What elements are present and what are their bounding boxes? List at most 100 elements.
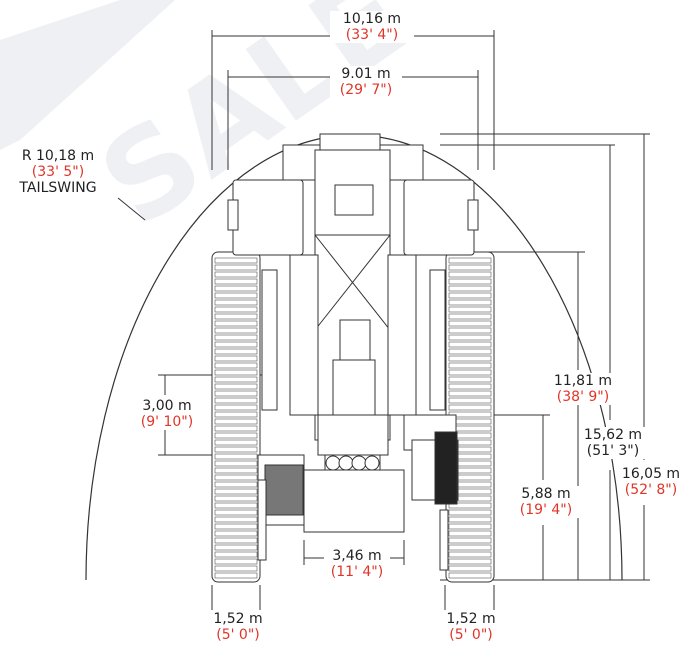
track-tread bbox=[214, 334, 258, 341]
crawler-width-metric: 9.01 m bbox=[341, 66, 391, 82]
crawler-width-dim bbox=[227, 70, 479, 170]
height-5-label: 5,88 m (19' 4") bbox=[513, 486, 579, 518]
track-tread bbox=[214, 404, 258, 411]
track-tread bbox=[448, 369, 492, 376]
tailswing-imperial: (33' 5") bbox=[31, 164, 85, 180]
track-tread bbox=[214, 467, 258, 474]
height-11-imperial: (38' 9") bbox=[556, 389, 610, 405]
crawler-width-label: 9.01 m (29' 7") bbox=[330, 66, 402, 98]
overall-width-dim bbox=[211, 30, 495, 170]
track-left-metric: 1,52 m bbox=[213, 611, 263, 627]
track-tread bbox=[214, 558, 258, 565]
track-tread bbox=[214, 369, 258, 376]
track-left-label: 1,52 m (5' 0") bbox=[207, 611, 269, 643]
track-tread bbox=[214, 446, 258, 453]
track-tread bbox=[448, 565, 492, 572]
ballast-width-imperial: (11' 4") bbox=[330, 564, 384, 580]
track-tread bbox=[214, 278, 258, 285]
crawler-width-imperial: (29' 7") bbox=[339, 82, 393, 98]
height-5-imperial: (19' 4") bbox=[519, 502, 573, 518]
track-tread bbox=[214, 341, 258, 348]
track-tread bbox=[214, 264, 258, 271]
ballast-width-metric: 3,46 m bbox=[332, 548, 382, 564]
track-tread bbox=[448, 509, 492, 516]
track-tread bbox=[448, 257, 492, 264]
left-crawler-track bbox=[211, 251, 261, 583]
track-tread bbox=[448, 397, 492, 404]
track-tread bbox=[214, 292, 258, 299]
track-right-label: 1,52 m (5' 0") bbox=[440, 611, 502, 643]
track-tread bbox=[214, 481, 258, 488]
tailswing-leader bbox=[117, 197, 146, 221]
track-tread bbox=[214, 376, 258, 383]
track-tread bbox=[448, 271, 492, 278]
track-tread bbox=[214, 544, 258, 551]
height-15-label: 15,62 m (51' 3") bbox=[580, 427, 646, 459]
track-tread bbox=[214, 439, 258, 446]
track-tread bbox=[448, 278, 492, 285]
track-tread bbox=[214, 418, 258, 425]
track-tread bbox=[214, 299, 258, 306]
track-tread bbox=[448, 264, 492, 271]
track-left-imperial: (5' 0") bbox=[216, 627, 260, 643]
track-tread bbox=[448, 404, 492, 411]
track-tread bbox=[448, 292, 492, 299]
track-tread bbox=[448, 348, 492, 355]
track-offset-imperial: (9' 10") bbox=[140, 414, 194, 430]
track-tread bbox=[448, 334, 492, 341]
height-15-imperial: (51' 3") bbox=[586, 443, 640, 459]
track-tread bbox=[214, 306, 258, 313]
track-tread bbox=[214, 362, 258, 369]
track-tread bbox=[448, 572, 492, 579]
track-tread bbox=[214, 502, 258, 509]
height-5-metric: 5,88 m bbox=[521, 486, 571, 502]
track-tread bbox=[214, 348, 258, 355]
track-tread bbox=[214, 320, 258, 327]
track-tread bbox=[448, 355, 492, 362]
track-tread bbox=[448, 362, 492, 369]
track-tread bbox=[448, 530, 492, 537]
track-tread bbox=[448, 341, 492, 348]
track-tread bbox=[448, 285, 492, 292]
track-tread bbox=[214, 565, 258, 572]
track-tread bbox=[448, 537, 492, 544]
tailswing-label: R 10,18 m (33' 5") TAILSWING bbox=[8, 148, 108, 196]
track-tread bbox=[214, 397, 258, 404]
track-tread bbox=[448, 313, 492, 320]
tailswing-text: TAILSWING bbox=[19, 180, 97, 196]
track-tread bbox=[214, 271, 258, 278]
track-tread bbox=[214, 313, 258, 320]
height-16-label: 16,05 m (52' 8") bbox=[618, 466, 683, 498]
track-tread bbox=[214, 432, 258, 439]
track-tread bbox=[214, 537, 258, 544]
track-tread bbox=[448, 299, 492, 306]
track-tread bbox=[214, 453, 258, 460]
track-tread bbox=[214, 509, 258, 516]
height-16-imperial: (52' 8") bbox=[624, 482, 678, 498]
ballast-width-label: 3,46 m (11' 4") bbox=[324, 548, 390, 580]
track-tread bbox=[214, 383, 258, 390]
tailswing-metric: R 10,18 m bbox=[21, 148, 95, 164]
track-tread bbox=[448, 551, 492, 558]
track-tread bbox=[214, 523, 258, 530]
track-right-metric: 1,52 m bbox=[446, 611, 496, 627]
track-tread bbox=[214, 460, 258, 467]
track-tread bbox=[214, 488, 258, 495]
track-tread bbox=[214, 474, 258, 481]
track-tread bbox=[214, 495, 258, 502]
track-tread bbox=[214, 551, 258, 558]
track-tread bbox=[448, 306, 492, 313]
track-tread bbox=[448, 523, 492, 530]
track-tread bbox=[214, 390, 258, 397]
track-tread bbox=[448, 376, 492, 383]
track-tread bbox=[214, 257, 258, 264]
track-tread bbox=[214, 530, 258, 537]
track-tread bbox=[448, 390, 492, 397]
track-tread bbox=[448, 544, 492, 551]
track-tread bbox=[214, 327, 258, 334]
height-16-metric: 16,05 m bbox=[621, 466, 681, 482]
track-offset-metric: 3,00 m bbox=[142, 398, 192, 414]
height-11-metric: 11,81 m bbox=[553, 373, 613, 389]
height-15-metric: 15,62 m bbox=[583, 427, 643, 443]
